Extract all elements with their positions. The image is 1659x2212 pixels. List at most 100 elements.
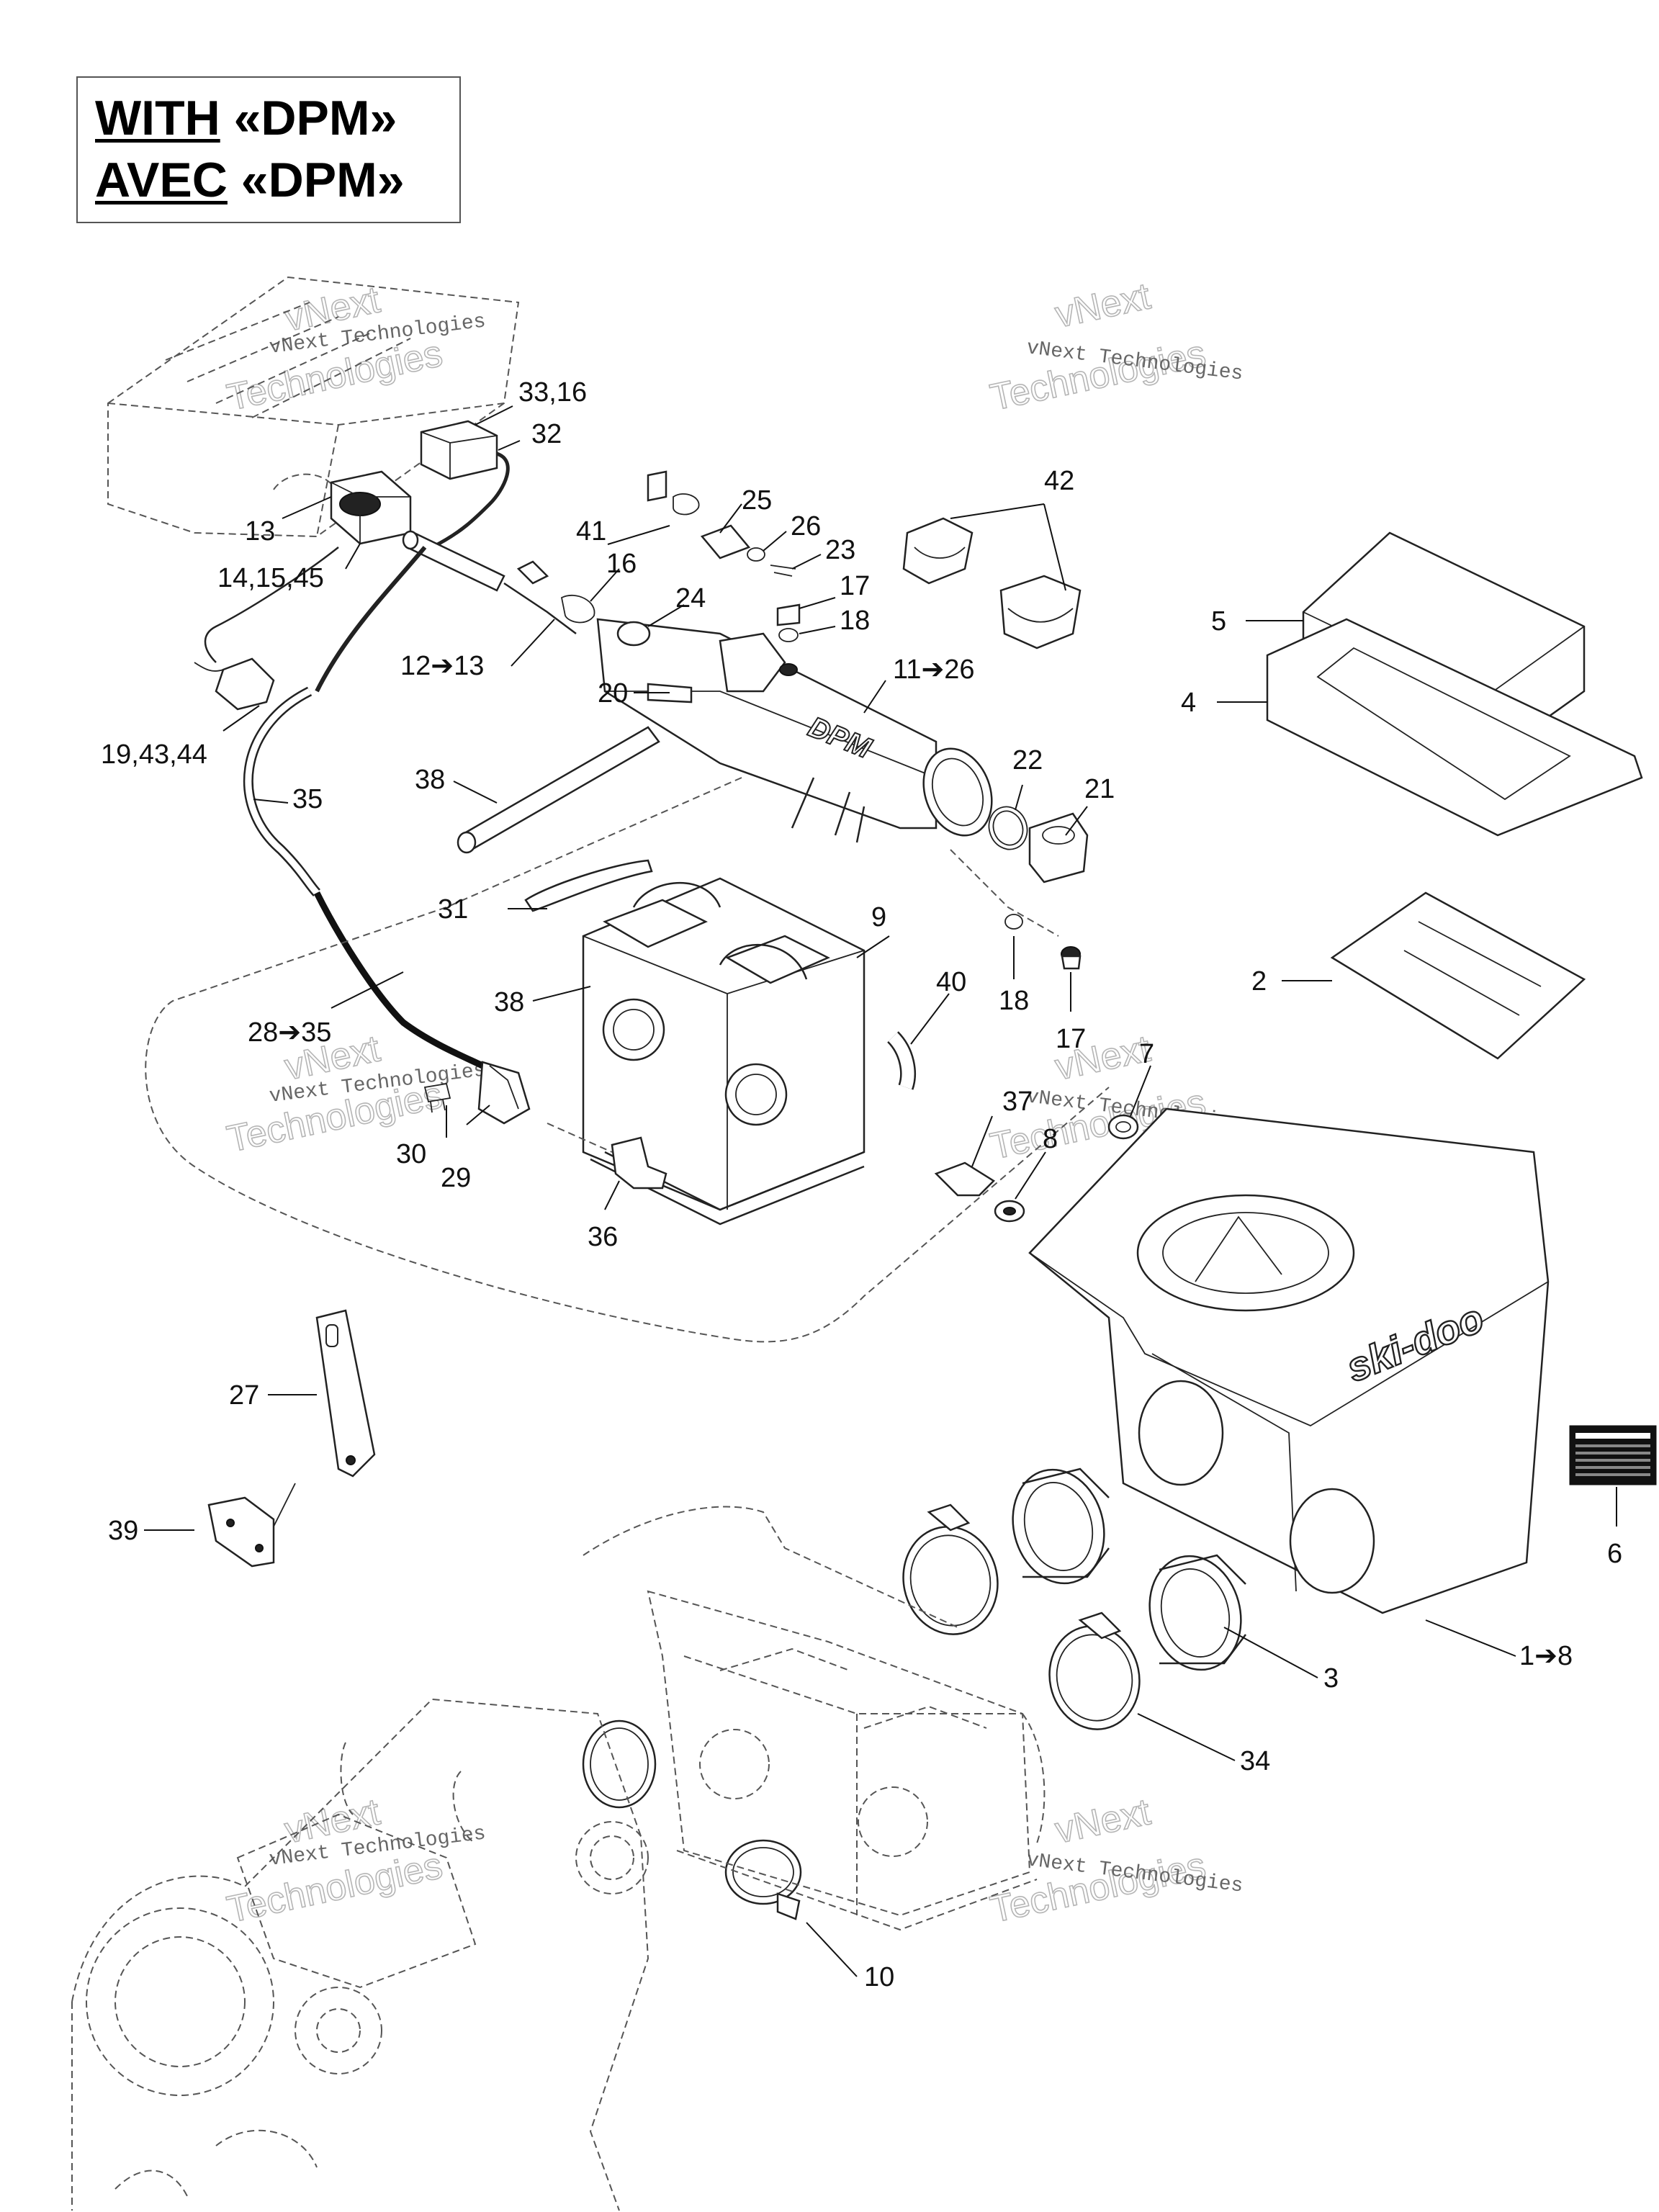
- oring-part-26: [747, 547, 765, 562]
- callout-25: 25: [742, 485, 772, 516]
- diagram-title-box: WITH «DPM» AVEC «DPM»: [76, 76, 461, 223]
- callout-21: 21: [1084, 774, 1115, 804]
- watermark-group: vNext Technologies vNext Technologies vN…: [223, 274, 1244, 1931]
- callout-38-mid: 38: [494, 987, 524, 1017]
- callout-22: 22: [1012, 745, 1043, 775]
- nipple-part-23: [770, 565, 796, 577]
- screw-part-41a: [647, 470, 667, 502]
- callout-33-16: 33,16: [518, 377, 587, 408]
- callout-2: 2: [1251, 966, 1267, 997]
- callout-19-43-44: 19,43,44: [101, 739, 207, 770]
- callout-12-13: 12➔13: [400, 651, 484, 681]
- clamp-part-31: [524, 859, 653, 912]
- callout-5: 5: [1211, 606, 1226, 637]
- connector-part-29: [477, 1061, 531, 1125]
- sensor-tube-part-12: [315, 530, 577, 693]
- hose-part-38a: [457, 726, 660, 854]
- screw-part-41b: [516, 560, 549, 585]
- airbox-part-1: ski-doo: [1028, 1107, 1550, 1614]
- bracket-part-39: [207, 1483, 296, 1568]
- clamp-part-16b: [560, 594, 595, 624]
- boot-part-3a: [1012, 1467, 1110, 1585]
- callout-labels: 33,16 32 13 14,15,45 41 25 26 23 16 42 2…: [101, 377, 1622, 1992]
- hose-part-40: [886, 1031, 916, 1090]
- clamp-part-34a: [902, 1503, 999, 1635]
- callout-29: 29: [441, 1163, 471, 1193]
- strap-part-27: [315, 1309, 376, 1478]
- dpm-manifold-part-11: DPM: [596, 618, 993, 843]
- callout-18-mid: 18: [999, 986, 1029, 1016]
- connector-part-33: [420, 420, 510, 549]
- clamp-part-16a: [673, 493, 700, 516]
- callout-10: 10: [864, 1962, 894, 1992]
- callout-14-15-45: 14,15,45: [217, 563, 324, 593]
- callout-16: 16: [606, 549, 637, 579]
- callout-31: 31: [438, 894, 468, 925]
- decal-part-6: [1569, 1425, 1657, 1485]
- cap-part-17b: [1061, 946, 1082, 970]
- oring-part-18b: [1004, 914, 1023, 930]
- adapter-part-21: [1028, 812, 1089, 884]
- callout-24: 24: [675, 583, 706, 613]
- callout-42: 42: [1044, 466, 1074, 496]
- carburetor-assembly-lower-dashed: [583, 1506, 1046, 1931]
- engine-lower-dashed: [71, 1698, 649, 2211]
- callout-18-top: 18: [840, 606, 870, 636]
- tray-part-4: [1266, 618, 1643, 837]
- callout-27: 27: [229, 1380, 259, 1411]
- clamp-part-34b: [1048, 1611, 1141, 1730]
- callout-23: 23: [825, 535, 855, 565]
- watermark-large-6a: vNext: [1051, 1791, 1154, 1851]
- callout-6: 6: [1607, 1539, 1622, 1569]
- callout-13: 13: [245, 516, 275, 547]
- callout-26: 26: [791, 511, 821, 541]
- callout-3: 3: [1323, 1663, 1339, 1694]
- callout-28-35: 28➔35: [248, 1017, 331, 1048]
- title-avec: AVEC: [95, 153, 228, 207]
- grommet-part-7: [1107, 1114, 1139, 1140]
- callout-35: 35: [292, 784, 323, 814]
- fitting-part-37: [934, 1161, 995, 1197]
- carburetor-part-9: [582, 877, 866, 1226]
- oring-part-18a: [778, 628, 799, 642]
- title-dpm-2: «DPM»: [227, 153, 405, 207]
- callout-9: 9: [871, 902, 886, 932]
- callout-39: 39: [108, 1516, 138, 1546]
- clamp-part-10b: [724, 1839, 802, 1920]
- callout-36: 36: [588, 1222, 618, 1252]
- callout-4: 4: [1181, 688, 1196, 718]
- callout-17-top: 17: [840, 571, 870, 601]
- fittings-group: [516, 470, 801, 703]
- leader-lines: [144, 405, 1617, 1977]
- callout-37: 37: [1002, 1087, 1033, 1117]
- fitting-part-36: [611, 1136, 667, 1190]
- hose-part-35: [243, 686, 485, 1069]
- connector-part-19: [194, 657, 275, 711]
- callout-34: 34: [1240, 1746, 1270, 1776]
- cap-part-17a: [776, 603, 801, 626]
- title-line-english: WITH «DPM»: [95, 92, 397, 144]
- clip-part-30: [423, 1082, 451, 1113]
- callout-38-top: 38: [415, 765, 445, 795]
- title-with: WITH: [95, 91, 220, 145]
- clamps-part-42: [902, 517, 1082, 649]
- callout-17-mid: 17: [1056, 1024, 1086, 1054]
- fitting-part-25: [700, 524, 751, 559]
- boot-part-3b: [1148, 1554, 1246, 1671]
- ring-part-22: [988, 806, 1028, 850]
- callout-11-26: 11➔26: [893, 655, 975, 685]
- callout-40: 40: [936, 967, 966, 997]
- callout-20: 20: [598, 678, 628, 709]
- clamp-part-24: [616, 621, 651, 647]
- title-dpm-1: «DPM»: [220, 91, 397, 145]
- callout-1-8: 1➔8: [1519, 1641, 1573, 1671]
- fitting-part-8: [994, 1200, 1025, 1223]
- plate-part-2: [1330, 891, 1586, 1060]
- callout-8: 8: [1043, 1124, 1058, 1154]
- sensor-part-13: [204, 470, 412, 663]
- watermark-large-2a: vNext: [1051, 275, 1154, 336]
- clamp-part-10a: [582, 1719, 657, 1809]
- title-line-french: AVEC «DPM»: [95, 154, 405, 206]
- callout-32: 32: [531, 419, 562, 449]
